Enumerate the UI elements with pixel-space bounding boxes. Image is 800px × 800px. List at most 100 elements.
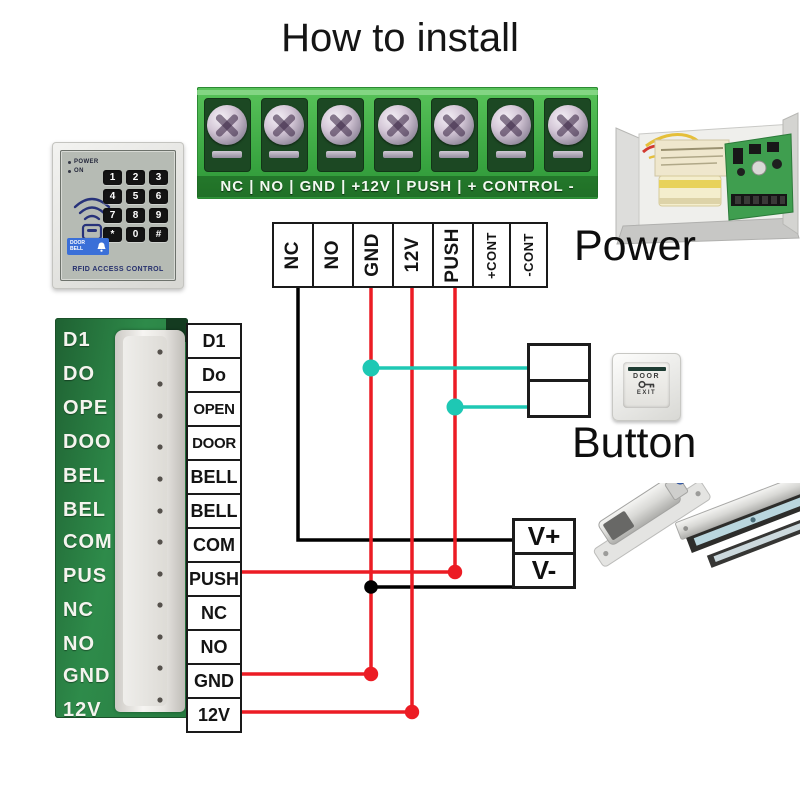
exit-button-stripe bbox=[627, 367, 666, 371]
pin-open: OPEN bbox=[186, 391, 242, 427]
junction-black-vminus bbox=[364, 580, 378, 594]
pin-12v: 12V bbox=[186, 697, 242, 733]
button-terminal-lower bbox=[527, 379, 591, 418]
exit-button-face: DOOR EXIT bbox=[623, 362, 670, 408]
screw-icon bbox=[547, 105, 588, 145]
terminal-nc: NC bbox=[272, 222, 314, 288]
keypad-key: 5 bbox=[126, 189, 145, 204]
keypad: 1 2 3 4 5 6 7 8 9 * 0 # bbox=[103, 170, 168, 242]
screw-terminal bbox=[426, 96, 483, 174]
silkscreen-label: GND bbox=[63, 665, 111, 687]
pin-nc: NC bbox=[186, 595, 242, 631]
screw-terminal bbox=[539, 96, 596, 174]
exit-button-photo: DOOR EXIT bbox=[612, 353, 681, 421]
rfid-keypad-device: POWER ON 1 2 3 4 5 6 7 8 9 * 0 bbox=[52, 142, 184, 289]
junction-teal-push bbox=[446, 398, 464, 416]
keypad-key: 8 bbox=[126, 208, 145, 223]
junction-red-gnd bbox=[363, 666, 379, 682]
doorbell-sticker: DOOR BELL bbox=[67, 238, 109, 255]
lock-terminal-vminus: V- bbox=[512, 552, 576, 589]
transformer-label bbox=[654, 139, 730, 177]
terminal-12v: 12V bbox=[392, 222, 434, 288]
power-led-icon bbox=[68, 160, 71, 164]
locks-photo bbox=[593, 483, 800, 568]
on-led-label: ON bbox=[74, 168, 84, 174]
keypad-key: 6 bbox=[149, 189, 168, 204]
terminal-screws bbox=[199, 96, 596, 174]
power-label: Power bbox=[574, 222, 696, 270]
screw-terminal bbox=[312, 96, 369, 174]
reader-panel: POWER ON 1 2 3 4 5 6 7 8 9 * 0 bbox=[60, 150, 176, 281]
pin-push: PUSH bbox=[186, 561, 242, 597]
pin-com: COM bbox=[186, 527, 242, 563]
exit-door-text: DOOR bbox=[633, 373, 660, 380]
silkscreen-label: DO bbox=[63, 363, 95, 385]
terminal-no: NO bbox=[312, 222, 354, 288]
junction-teal-gnd bbox=[362, 359, 380, 377]
silkscreen-label: D1 bbox=[63, 329, 91, 351]
silkscreen-label: COM bbox=[63, 531, 113, 553]
keypad-key: 9 bbox=[149, 208, 168, 223]
bolt-lock bbox=[593, 483, 711, 567]
device-brand: RFID ACCESS CONTROL bbox=[72, 266, 164, 273]
button-terminals bbox=[527, 343, 591, 418]
screw-icon bbox=[207, 105, 248, 145]
silkscreen-label: NO bbox=[63, 633, 95, 655]
terminal-gnd: GND bbox=[352, 222, 394, 288]
keypad-key: # bbox=[149, 227, 168, 242]
status-leds: POWER ON bbox=[68, 159, 99, 177]
junction-red-12v bbox=[404, 704, 420, 720]
controller-pcb-photo: D1 DO OPE DOO BEL BEL COM PUS NC NO GND … bbox=[55, 318, 188, 721]
screw-icon bbox=[434, 105, 475, 145]
lock-terminals: V+ V- bbox=[512, 518, 576, 589]
keypad-key: 2 bbox=[126, 170, 145, 185]
pin-bell: BELL bbox=[186, 493, 242, 529]
terminal-block-photo: NC | NO | GND | +12V | PUSH | + CONTROL … bbox=[197, 87, 598, 199]
screw-terminal bbox=[256, 96, 313, 174]
keypad-key: 1 bbox=[103, 170, 122, 185]
screw-icon bbox=[377, 105, 418, 145]
terminal-block-edge bbox=[197, 90, 598, 95]
keypad-key: 0 bbox=[126, 227, 145, 242]
pin-bell: BELL bbox=[186, 459, 242, 495]
silkscreen-label: BEL bbox=[63, 499, 106, 521]
silkscreen-label: OPE bbox=[63, 397, 109, 419]
silkscreen-label: DOO bbox=[63, 431, 112, 453]
keypad-key: 7 bbox=[103, 208, 122, 223]
silkscreen-label: NC bbox=[63, 599, 94, 621]
screw-icon bbox=[264, 105, 305, 145]
screw-terminal bbox=[199, 96, 256, 174]
wire-nc-to-vplus bbox=[296, 286, 514, 542]
pin-no: NO bbox=[186, 629, 242, 665]
keypad-key: 4 bbox=[103, 189, 122, 204]
pin-do: Do bbox=[186, 357, 242, 393]
pin-gnd: GND bbox=[186, 663, 242, 699]
silkscreen-label: 12V bbox=[63, 699, 102, 721]
exit-exit-text: EXIT bbox=[636, 390, 657, 396]
button-label: Button bbox=[572, 419, 697, 467]
button-terminal-upper bbox=[527, 343, 591, 382]
page-title: How to install bbox=[281, 16, 519, 60]
pin-door: DOOR bbox=[186, 425, 242, 461]
lock-terminal-vplus: V+ bbox=[512, 518, 576, 555]
pin-label-column: D1 Do OPEN DOOR BELL BELL COM PUSH NC NO… bbox=[186, 323, 242, 733]
key-icon bbox=[637, 380, 654, 389]
power-supply-photo bbox=[615, 112, 800, 245]
keypad-key: 3 bbox=[149, 170, 168, 185]
screw-icon bbox=[490, 105, 531, 145]
terminal-pluscont: +CONT bbox=[472, 222, 511, 288]
silkscreen-label: PUS bbox=[63, 565, 108, 587]
power-led-label: POWER bbox=[74, 159, 99, 165]
silkscreen-label: BEL bbox=[63, 465, 106, 487]
screw-terminal bbox=[369, 96, 426, 174]
bell-icon bbox=[97, 242, 106, 252]
terminal-strip-labels: NC | NO | GND | +12V | PUSH | + CONTROL … bbox=[197, 176, 598, 197]
magnetic-lock bbox=[675, 483, 800, 568]
junction-red-push bbox=[447, 564, 463, 580]
terminal-push: PUSH bbox=[432, 222, 474, 288]
pin-connector bbox=[115, 330, 185, 712]
pin-d1: D1 bbox=[186, 323, 242, 359]
screw-icon bbox=[320, 105, 361, 145]
terminal-minuscont: -CONT bbox=[509, 222, 548, 288]
